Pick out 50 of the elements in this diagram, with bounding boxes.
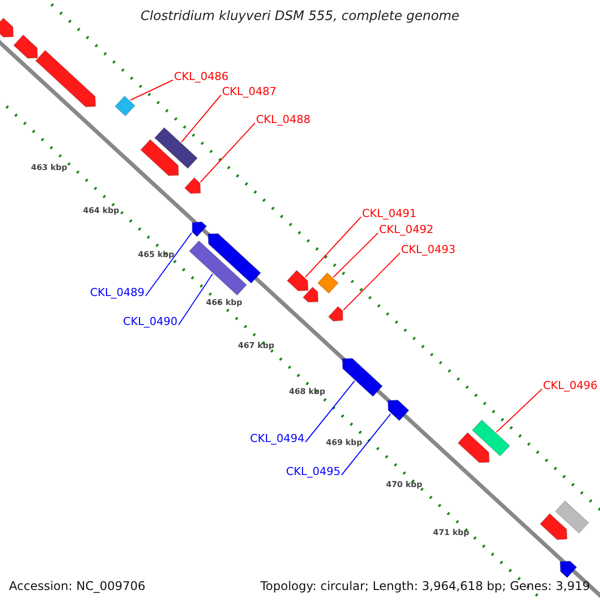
- leader-line: [304, 216, 362, 278]
- gene-block: [192, 221, 208, 238]
- title: Clostridium kluyveri DSM 555, complete genome: [140, 9, 460, 24]
- accession-text: Accession: NC_009706: [9, 579, 146, 593]
- gene-block: [457, 432, 490, 464]
- position-label: 467 kbp: [238, 341, 274, 350]
- leader-line: [180, 94, 222, 143]
- position-label: 471 kbp: [433, 528, 470, 537]
- leader-line: [341, 413, 392, 476]
- gene-block: [342, 358, 384, 398]
- gene-label: CKL_0496: [543, 379, 598, 392]
- leader-line: [130, 80, 174, 101]
- position-label: 464 kbp: [83, 206, 120, 215]
- position-label: 463 kbp: [31, 163, 68, 172]
- gene-block: [387, 400, 410, 422]
- gene-block: [328, 306, 344, 322]
- gene-block: [0, 17, 14, 38]
- gene-label: CKL_0490: [123, 315, 178, 328]
- position-label: 466 kbp: [206, 298, 242, 307]
- position-label: 465 kbp: [138, 250, 174, 259]
- gene-box: [317, 272, 339, 294]
- leader-line: [200, 122, 256, 183]
- gene-block: [208, 233, 262, 284]
- gene-block: [34, 50, 96, 108]
- gene-block: [560, 560, 578, 578]
- gene-label: CKL_0489: [90, 286, 145, 299]
- gene-label: CKL_0493: [401, 243, 456, 256]
- gene-label: CKL_0487: [222, 85, 277, 98]
- position-label: 469 kbp: [326, 438, 362, 447]
- leader-line: [332, 232, 378, 278]
- gene-block: [286, 270, 309, 292]
- leader-line: [305, 380, 356, 442]
- gene-label: CKL_0494: [250, 432, 305, 445]
- position-label: 470 kbp: [386, 480, 422, 489]
- gene-block: [540, 512, 568, 540]
- genome-summary: Topology: circular; Length: 3,964,618 bp; Genes: 3,919: [260, 579, 590, 593]
- leader-line: [496, 388, 542, 433]
- gene-block: [13, 34, 38, 59]
- gene-block: [184, 177, 202, 194]
- gene-label: CKL_0486: [174, 70, 229, 83]
- position-label: 468 kbp: [289, 387, 326, 396]
- gene-label: CKL_0488: [256, 113, 311, 126]
- leader-line: [342, 252, 400, 311]
- gene-label: CKL_0492: [379, 223, 434, 236]
- leader-line: [178, 273, 214, 326]
- gene-label: CKL_0491: [362, 207, 417, 220]
- gene-block: [140, 138, 180, 176]
- leader-line: [145, 232, 192, 296]
- gene-label: CKL_0495: [286, 465, 341, 478]
- gene-block: [302, 286, 319, 303]
